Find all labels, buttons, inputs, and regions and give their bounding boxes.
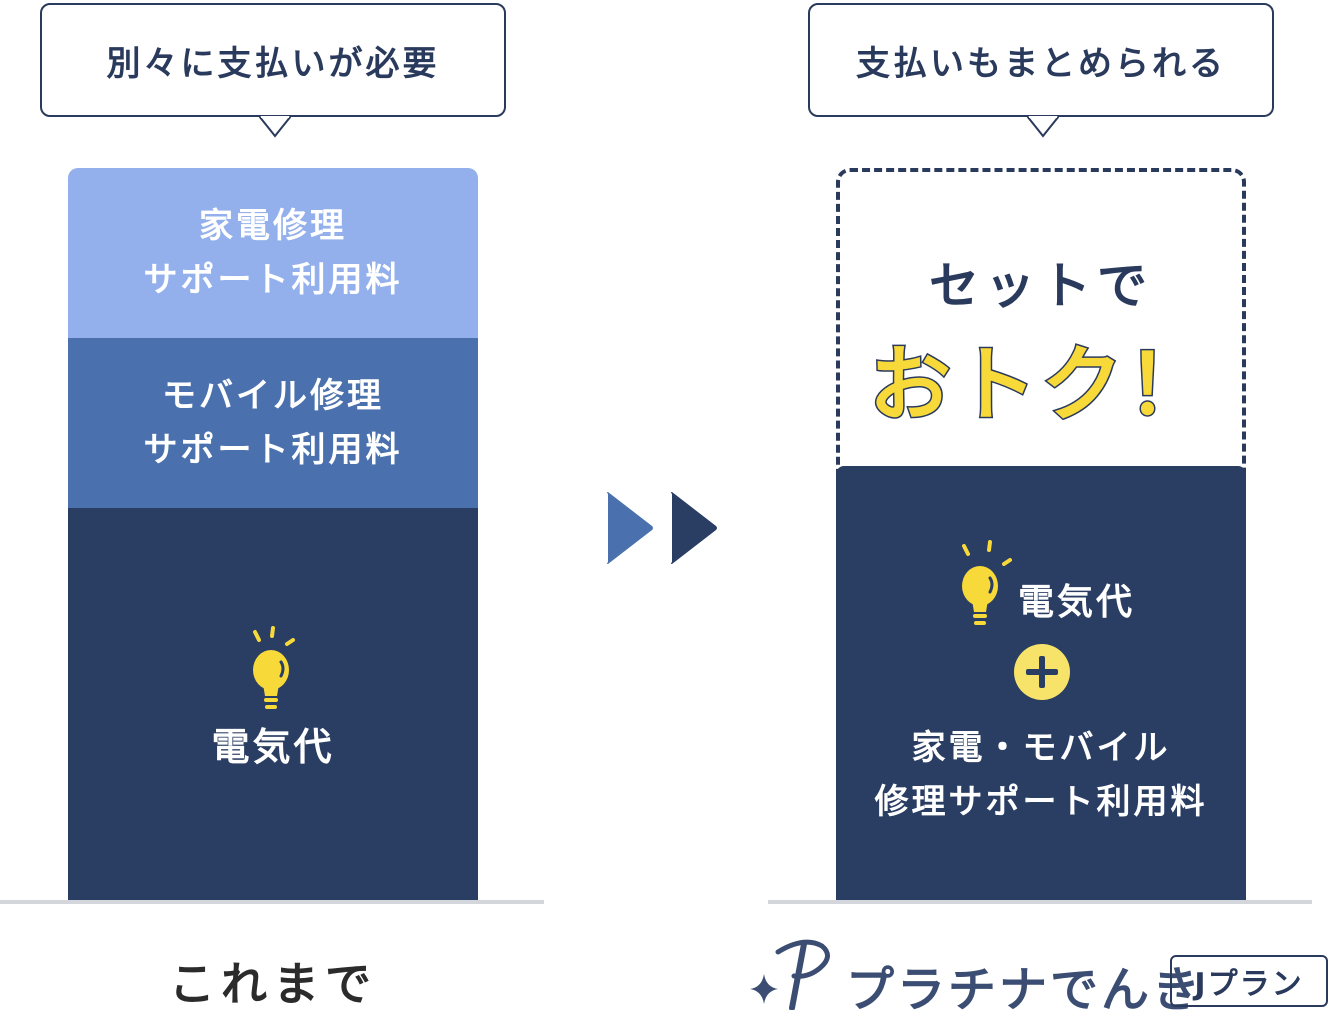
- mobile-fee-segment: モバイル修理 サポート利用料: [68, 338, 478, 508]
- savings-dashed-box: [836, 168, 1246, 486]
- plan-badge: Jプラン: [1170, 955, 1328, 1007]
- after-ground-line: [768, 900, 1312, 904]
- otoku-text: おトク！: [867, 337, 1213, 435]
- lightbulb-icon: [253, 625, 295, 709]
- brand-name: プラチナでんき: [846, 962, 1204, 1018]
- before-bubble-tail: [259, 116, 291, 138]
- before-bubble: 別々に支払いが必要: [40, 3, 506, 117]
- before-ground-line: [0, 900, 544, 904]
- mobile-fee-line-1: モバイル修理: [162, 376, 384, 416]
- combined-electric-label: 電気代: [1018, 582, 1136, 623]
- electric-fee-segment: 電気代: [68, 508, 478, 901]
- after-bubble-tail: [1027, 116, 1059, 138]
- appliance-fee-segment: 家電修理 サポート利用料: [68, 168, 478, 338]
- before-bubble-text: 別々に支払いが必要: [106, 43, 440, 84]
- brand-p-logo-icon: [775, 939, 830, 1010]
- appliance-fee-line-1: 家電修理: [199, 206, 347, 246]
- appliance-fee-line-2: サポート利用料: [143, 260, 403, 300]
- before-caption: これまで: [169, 957, 377, 1011]
- combined-fee-line-1: 家電・モバイル: [911, 728, 1171, 768]
- mobile-fee-line-2: サポート利用料: [143, 430, 403, 470]
- play-arrows-icon: [607, 492, 717, 564]
- sparkle-icon: [750, 974, 778, 1004]
- combined-fee-line-2: 修理サポート利用料: [874, 782, 1208, 822]
- plus-icon: [1014, 644, 1070, 700]
- lightbulb-icon: [962, 540, 1012, 625]
- plan-badge-label: Jプラン: [1194, 967, 1304, 1002]
- electric-fee-label: 電気代: [211, 724, 335, 769]
- set-text: セットで: [929, 257, 1153, 315]
- after-bubble: 支払いもまとめられる: [808, 3, 1274, 117]
- before-stack: 家電修理 サポート利用料 モバイル修理 サポート利用料 電気代: [68, 168, 478, 901]
- after-bubble-text: 支払いもまとめられる: [856, 43, 1226, 84]
